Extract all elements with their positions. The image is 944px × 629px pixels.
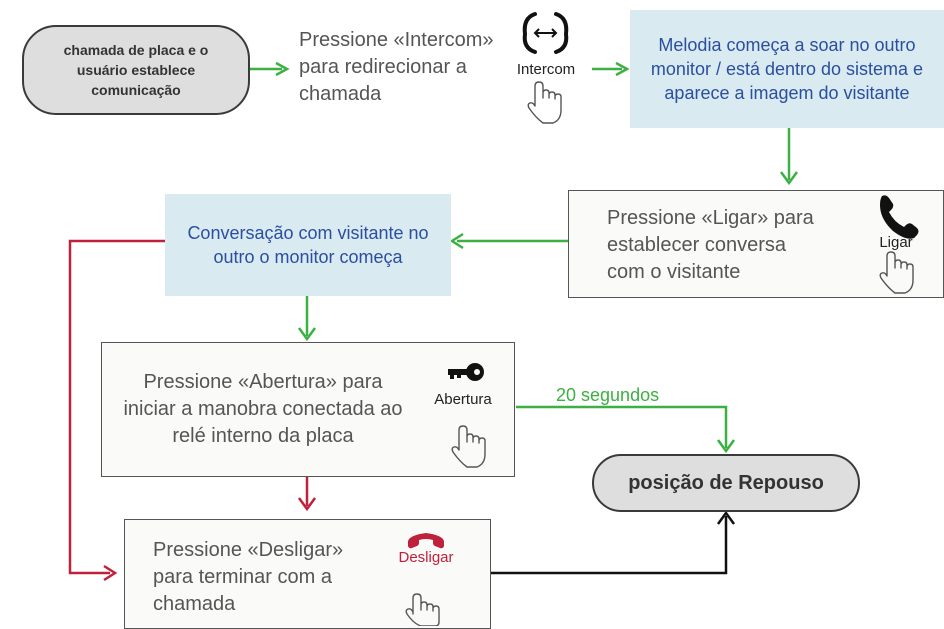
start-node-text: chamada de placa e o usuário establece c…: [63, 42, 209, 98]
conversation-node: Conversação com visitante no outro o mon…: [165, 194, 451, 296]
melody-node-text: Melodia começa a soar no outro monitor /…: [650, 35, 924, 103]
desligar-instruction: Pressione «Desligar» para terminar com a…: [153, 539, 344, 615]
conversation-node-text: Conversação com visitante no outro o mon…: [187, 223, 429, 267]
abertura-button-label[interactable]: Abertura: [434, 391, 492, 408]
start-node: chamada de placa e o usuário establece c…: [22, 25, 250, 115]
rest-node-text: posição de Repouso: [628, 471, 824, 494]
ligar-instruction: Pressione «Ligar» para establecer conver…: [607, 207, 814, 283]
desligar-button-label[interactable]: Desligar: [398, 549, 454, 566]
abertura-instruction: Pressione «Abertura» para iniciar a mano…: [123, 371, 403, 447]
abertura-step-box: [101, 342, 515, 477]
arrow-conversation-to-desligar: [68, 239, 165, 575]
arrow-desligar-to-rest: [491, 516, 728, 575]
rest-node: posição de Repouso: [592, 454, 860, 512]
timeout-label: 20 segundos: [556, 385, 660, 405]
arrow-abertura-to-rest: [516, 405, 728, 448]
ligar-button-label[interactable]: Ligar: [879, 234, 913, 251]
intercom-button-label[interactable]: Intercom: [516, 61, 576, 78]
intercom-instruction: Pressione «Intercom» para redirecionar a…: [299, 29, 494, 105]
melody-node: Melodia começa a soar no outro monitor /…: [630, 10, 944, 128]
